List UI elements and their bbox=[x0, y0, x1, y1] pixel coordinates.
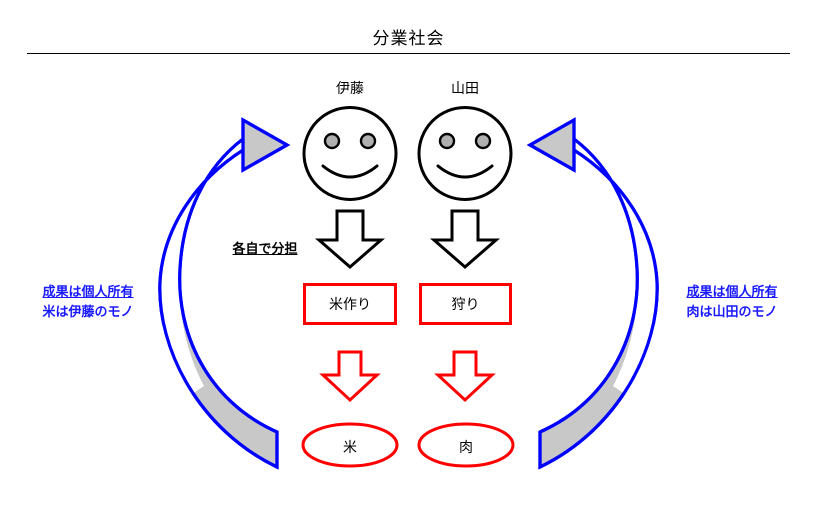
side-caption-right-line2: 肉は山田のモノ bbox=[686, 304, 778, 319]
red-down-arrow-left-icon bbox=[319, 350, 381, 403]
person-label-left: 伊藤 bbox=[336, 80, 364, 96]
side-caption-right: 成果は個人所有 肉は山田のモノ bbox=[652, 282, 812, 322]
smiley-face-right-icon bbox=[417, 106, 513, 201]
return-arrow-left-icon bbox=[158, 117, 291, 470]
person-label-right: 山田 bbox=[451, 80, 479, 96]
side-caption-left-line1: 成果は個人所有 bbox=[42, 284, 134, 299]
page-title: 分業社会 bbox=[372, 29, 445, 48]
task-box-right: 狩り bbox=[419, 283, 512, 325]
side-caption-left: 成果は個人所有 米は伊藤のモノ bbox=[8, 282, 168, 322]
return-arrow-right-icon bbox=[526, 117, 659, 470]
result-ellipse-right bbox=[417, 422, 515, 468]
black-down-arrow-right-icon bbox=[429, 209, 501, 269]
red-down-arrow-right-icon bbox=[434, 350, 496, 403]
task-box-left: 米作り bbox=[303, 283, 397, 325]
result-ellipse-left bbox=[301, 422, 399, 468]
result-label-right: 肉 bbox=[459, 439, 473, 455]
title-divider bbox=[27, 53, 790, 54]
black-down-arrow-left-icon bbox=[314, 209, 386, 269]
smiley-face-left-icon bbox=[302, 106, 398, 201]
center-caption: 各自で分担 bbox=[232, 241, 298, 256]
side-caption-left-line2: 米は伊藤のモノ bbox=[42, 304, 134, 319]
side-caption-right-line1: 成果は個人所有 bbox=[686, 284, 778, 299]
result-label-left: 米 bbox=[343, 439, 357, 455]
